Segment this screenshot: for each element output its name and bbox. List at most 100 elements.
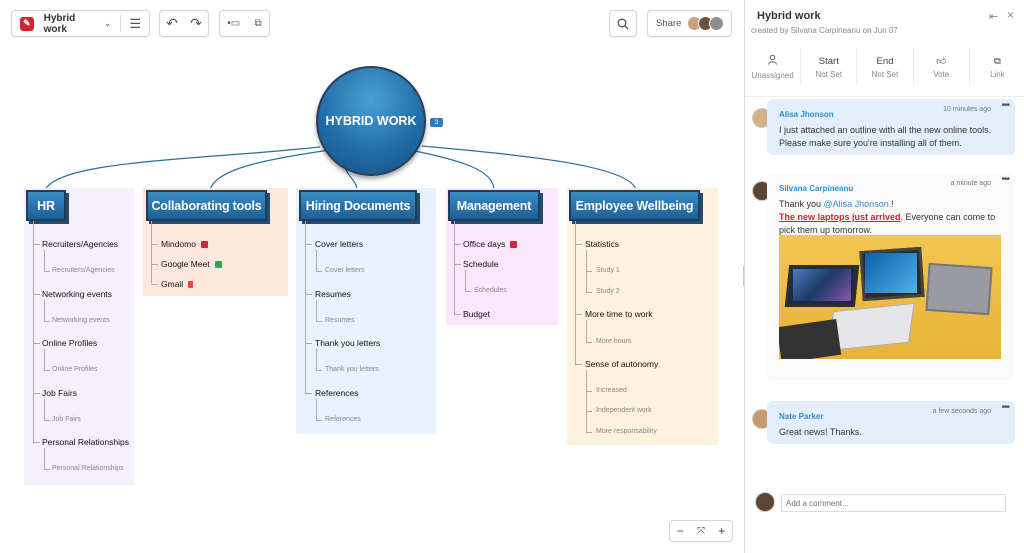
comments-panel: Hybrid work created by Silvana Carpinean… [744, 0, 1024, 553]
subtopic-item[interactable]: More hours [596, 338, 632, 345]
fit-to-screen-icon[interactable]: ⤧ [696, 525, 705, 537]
map-canvas[interactable]: ✎ Hybrid work ⌄ ☰ ↶ ↷ •▭ ⧉ Share [0, 0, 744, 553]
topic-item[interactable]: Budget [463, 309, 490, 319]
branch-column-hiring-documents [296, 188, 436, 434]
highlighted-link[interactable]: The new laptops just arrived [779, 212, 901, 222]
branch-employee-wellbeing[interactable]: Employee Wellbeing [569, 190, 700, 221]
mindomo-icon [200, 241, 208, 249]
topic-label: Office days [463, 239, 506, 249]
topic-item[interactable]: Sense of autonomy [585, 359, 659, 369]
person-icon [767, 54, 778, 68]
shared-users-avatars [687, 16, 725, 31]
close-icon[interactable]: × [1007, 8, 1015, 22]
branch-collaborating-tools[interactable]: Collaborating tools [146, 190, 267, 221]
chevron-down-icon[interactable]: ⌄ [103, 18, 112, 28]
attached-laptops-photo[interactable] [779, 235, 1001, 359]
subtopic-item[interactable]: Increased [596, 387, 627, 394]
topic-label: Mindomo [161, 239, 196, 249]
comment-author[interactable]: Nate Parker [779, 412, 824, 421]
subtopic-item[interactable]: Networking events [52, 317, 110, 324]
subtopic-item[interactable]: Independent work [596, 407, 652, 414]
add-topic-icon[interactable]: •▭ [227, 18, 241, 29]
subtopic-item[interactable]: Job Fairs [52, 416, 81, 423]
subtopic-item[interactable]: Thank you letters [325, 366, 379, 373]
central-topic[interactable]: HYBRID WORK [316, 66, 426, 176]
branch-hr[interactable]: HR [26, 190, 66, 221]
pin-panel-icon[interactable]: ⇤ [989, 11, 999, 23]
subtopic-item[interactable]: More responsability [596, 428, 657, 435]
assign-button[interactable]: Unassigned [745, 48, 802, 86]
branch-connectors [44, 145, 637, 191]
current-user-avatar [755, 492, 775, 512]
tree-line [33, 221, 34, 443]
link-button[interactable]: ⧉ Link [970, 48, 1024, 86]
search-button[interactable] [609, 10, 637, 37]
branch-hiring-documents[interactable]: Hiring Documents [299, 190, 417, 221]
redo-icon[interactable]: ↷ [190, 15, 202, 31]
topic-item[interactable]: Office days [463, 239, 518, 249]
more-options-icon[interactable]: ••• [1001, 402, 1009, 413]
subtopic-item[interactable]: Cover letters [325, 267, 365, 274]
topic-item[interactable]: Schedule [463, 259, 499, 269]
topic-item[interactable]: Job Fairs [42, 388, 77, 398]
subtopic-item[interactable]: References [325, 416, 361, 423]
topic-item[interactable]: References [315, 388, 359, 398]
subtopic-item[interactable]: Study 1 [596, 267, 620, 274]
comment-time: a minute ago [950, 180, 991, 187]
topic-item[interactable]: Thank you letters [315, 338, 381, 348]
thumbs-up-icon: 👍︎ [936, 56, 947, 67]
topic-item[interactable]: Cover letters [315, 239, 364, 249]
comment-text: I just attached an outline with all the … [779, 125, 992, 148]
topic-item[interactable]: Google Meet [161, 259, 222, 269]
comment-text: Great news! Thanks. [779, 427, 862, 437]
topic-label: Gmail [161, 279, 184, 289]
gmail-icon [188, 281, 194, 289]
subtopic-item[interactable]: Study 2 [596, 288, 620, 295]
branch-management[interactable]: Management [448, 190, 540, 221]
topic-item[interactable]: More time to work [585, 309, 653, 319]
panel-subtitle: created by Silvana Carpineanu on Jun 07 [751, 26, 898, 35]
text-part: Thank you [779, 199, 824, 209]
vote-button[interactable]: 👍︎ Vote [914, 48, 970, 86]
undo-icon[interactable]: ↶ [166, 15, 178, 31]
link-icon: ⧉ [994, 55, 1001, 67]
end-date-button[interactable]: End Not Set [857, 48, 914, 86]
comment-author[interactable]: Alisa Jhonson [779, 110, 834, 119]
topic-item[interactable]: Recruiters/Agencies [42, 239, 119, 249]
subtopic-item[interactable]: Resumes [325, 317, 355, 324]
topic-item[interactable]: Statistics [585, 239, 620, 249]
comment-count-badge[interactable]: 3 [430, 118, 443, 127]
comment-author[interactable]: Silvana Carpineanu [779, 184, 854, 193]
subtopic-item[interactable]: Personal Relationships [52, 465, 124, 472]
comment-time: 10 minutes ago [943, 106, 991, 113]
zoom-out-button[interactable]: − [676, 524, 684, 538]
map-title-menu[interactable]: ✎ Hybrid work ⌄ ☰ [11, 10, 150, 37]
subtopic-item[interactable]: Schedules [474, 287, 507, 294]
share-button[interactable]: Share [647, 10, 732, 37]
subtopic-item[interactable]: Online Profiles [52, 366, 98, 373]
add-subtopic-icon[interactable]: ⧉ [254, 18, 262, 29]
branch-title: Hiring Documents [305, 198, 411, 213]
mention-link[interactable]: @Alisa Jhonson [823, 199, 889, 209]
map-title: Hybrid work [43, 12, 76, 35]
topic-item[interactable]: Personal Relationships [42, 437, 129, 447]
more-options-icon[interactable]: ••• [1001, 100, 1009, 111]
topic-item[interactable]: Networking events [42, 289, 112, 299]
more-options-icon[interactable]: ••• [1001, 174, 1009, 185]
comment-card: Silvana Carpineanu a minute ago ••• Than… [767, 173, 1015, 380]
comment-time: a few seconds ago [932, 408, 991, 415]
branch-title: Employee Wellbeing [575, 198, 694, 213]
menu-icon[interactable]: ☰ [129, 15, 141, 31]
subtopic-item[interactable]: Recruiters/Agencies [52, 267, 115, 274]
start-date-button[interactable]: Start Not Set [801, 48, 858, 86]
action-label: Unassigned [751, 71, 794, 80]
topic-item[interactable]: Resumes [315, 289, 351, 299]
comment-input[interactable] [781, 494, 1006, 512]
branch-title: Collaborating tools [151, 198, 262, 213]
topic-item[interactable]: Mindomo [161, 239, 208, 249]
topic-item[interactable]: Online Profiles [42, 338, 98, 348]
topic-item[interactable]: Gmail [161, 279, 194, 289]
zoom-in-button[interactable]: + [718, 524, 726, 538]
action-label: Vote [933, 70, 950, 79]
